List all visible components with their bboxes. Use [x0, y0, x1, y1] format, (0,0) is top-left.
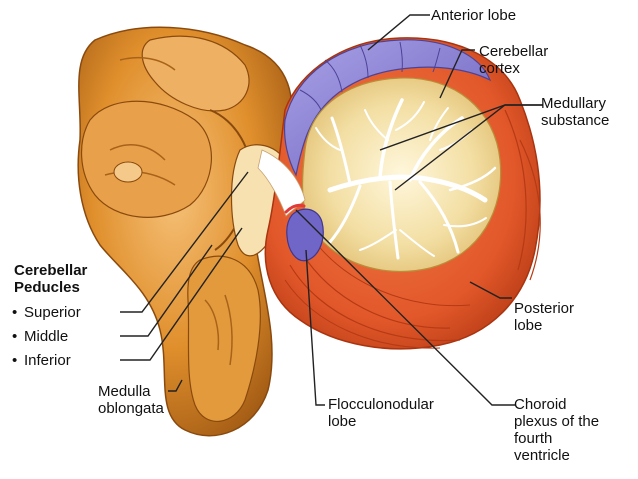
label-peduncle-middle: •Middle — [12, 328, 69, 345]
bullet-icon: • — [12, 328, 18, 345]
label-cerebellar-peduncles-heading: Cerebellar Peducles — [14, 262, 88, 296]
label-medulla-oblongata: Medulla oblongata — [98, 383, 164, 417]
label-posterior-lobe: Posterior lobe — [514, 300, 575, 334]
bullet-icon: • — [12, 304, 18, 321]
bullet-icon: • — [12, 352, 18, 369]
leader-lines — [120, 14, 543, 406]
label-medullary-substance: Medullary substance — [541, 95, 610, 129]
medullary-substance-region — [301, 77, 502, 273]
label-cerebellar-cortex: Cerebellar cortex — [479, 43, 549, 77]
label-peduncle-superior: •Superior — [12, 304, 81, 321]
flocculonodular-lobe-region — [286, 208, 324, 262]
label-choroid-plexus: Choroid plexus of the fourth ventricle — [514, 396, 600, 464]
choroid-plexus-region — [284, 203, 306, 214]
label-anterior-lobe: Anterior lobe — [431, 7, 517, 24]
label-peduncle-inferior: •Inferior — [12, 352, 71, 369]
brainstem — [77, 26, 293, 437]
fourth-ventricle — [257, 149, 306, 217]
label-flocculonodular-lobe: Flocculonodular lobe — [328, 396, 434, 430]
